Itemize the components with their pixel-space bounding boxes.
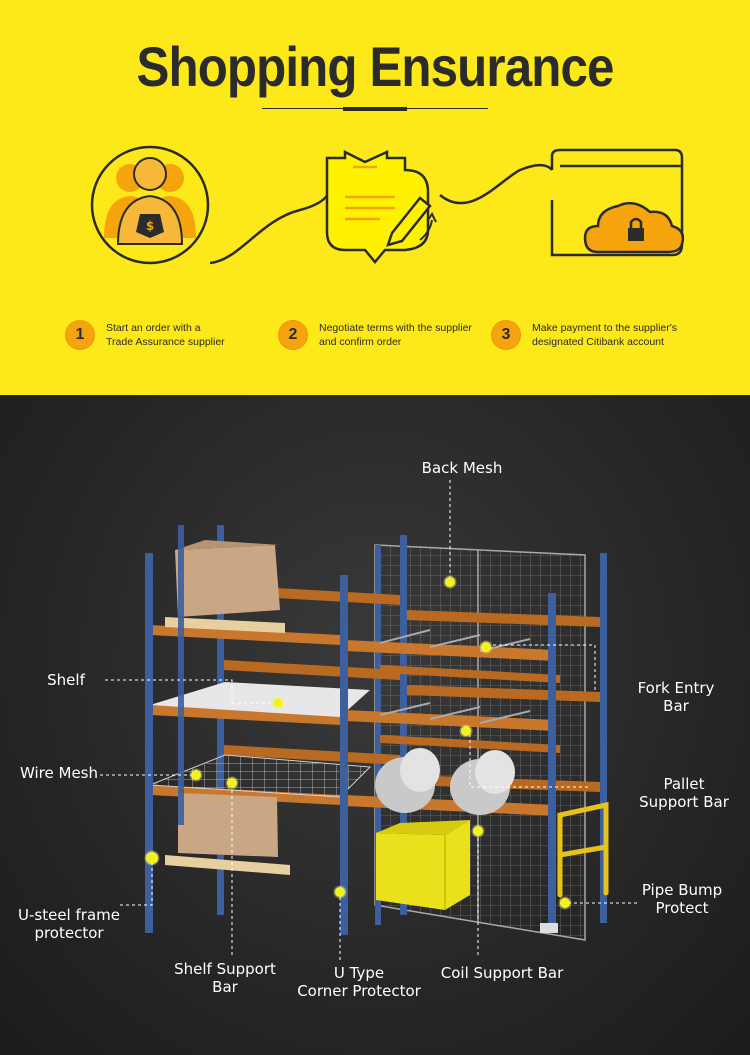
flow-connector-line-2 [439, 163, 553, 205]
label-line: U-steel frame [18, 906, 120, 924]
label-coil-support-bar: Coil Support Bar [440, 964, 564, 982]
step-description: Start an order with a Trade Assurance su… [106, 321, 276, 349]
label-back-mesh: Back Mesh [421, 459, 503, 477]
label-line: Shelf Support [174, 960, 276, 978]
step-line: Start an order with a [106, 322, 201, 334]
flow-connector-line [209, 188, 330, 265]
label-line: Support Bar [639, 793, 729, 811]
step-line: designated Citibank account [532, 336, 664, 348]
bottom-box [165, 793, 290, 875]
step-description: Negotiate terms with the supplier and co… [319, 321, 489, 349]
cage-bin [376, 820, 470, 910]
label-line: Corner Protector [297, 982, 421, 1000]
contract-pen-icon [325, 149, 437, 264]
label-shelf: Shelf [47, 671, 85, 689]
wire-mesh-deck [149, 754, 372, 798]
label-wire-mesh: Wire Mesh [20, 764, 98, 782]
rack-uprights-front [145, 525, 556, 935]
step-3: 3 Make payment to the supplier's designa… [492, 318, 702, 352]
label-line: Fork Entry [637, 679, 715, 697]
label-line: Bar [212, 978, 238, 996]
corner-protector [540, 923, 558, 933]
step-description: Make payment to the supplier's designate… [532, 321, 702, 349]
title-divider-accent [343, 107, 407, 111]
step-number-badge: 1 [66, 321, 94, 349]
label-fork-entry-bar: Fork Entry Bar [628, 679, 724, 715]
step-number-badge: 2 [279, 321, 307, 349]
label-u-type-corner-protector: U Type Corner Protector [290, 964, 428, 1000]
label-line: Bar [663, 697, 689, 715]
process-flow-illustration: $ [90, 145, 685, 265]
pallet-rack-illustration [100, 480, 637, 960]
top-box [165, 540, 285, 633]
page-title: Shopping Ensurance [136, 35, 614, 98]
users-money-icon: $ [90, 145, 210, 265]
cloud-lock-icon [550, 148, 685, 257]
step-line: and confirm order [319, 336, 402, 348]
label-pallet-support-bar: Pallet Support Bar [632, 775, 736, 811]
label-line: Pipe Bump [641, 881, 723, 899]
step-2: 2 Negotiate terms with the supplier and … [279, 318, 489, 352]
leader-lines [100, 480, 637, 960]
label-u-steel-frame-protector: U-steel frame protector [10, 906, 128, 942]
callout-markers [144, 575, 572, 910]
trade-assurance-section: Shopping Ensurance $ [0, 0, 750, 395]
label-pipe-bump-protect: Pipe Bump Protect [636, 881, 728, 917]
label-line: U Type [333, 964, 385, 982]
step-line: Negotiate terms with the supplier [319, 322, 472, 334]
step-1: 1 Start an order with a Trade Assurance … [66, 318, 276, 352]
step-line: Make payment to the supplier's [532, 322, 677, 334]
rack-components-section: Back Mesh Shelf Wire Mesh Fork Entry Bar… [0, 395, 750, 1055]
label-shelf-support-bar: Shelf Support Bar [166, 960, 284, 996]
step-line: Trade Assurance supplier [106, 336, 225, 348]
label-line: Protect [655, 899, 709, 917]
shelf-panel [150, 682, 370, 717]
label-line: Pallet [663, 775, 705, 793]
svg-text:$: $ [146, 219, 154, 233]
rack-uprights-back [217, 525, 607, 925]
pipe-bump-protector [557, 801, 609, 898]
label-line: protector [34, 924, 104, 942]
step-number-badge: 3 [492, 321, 520, 349]
